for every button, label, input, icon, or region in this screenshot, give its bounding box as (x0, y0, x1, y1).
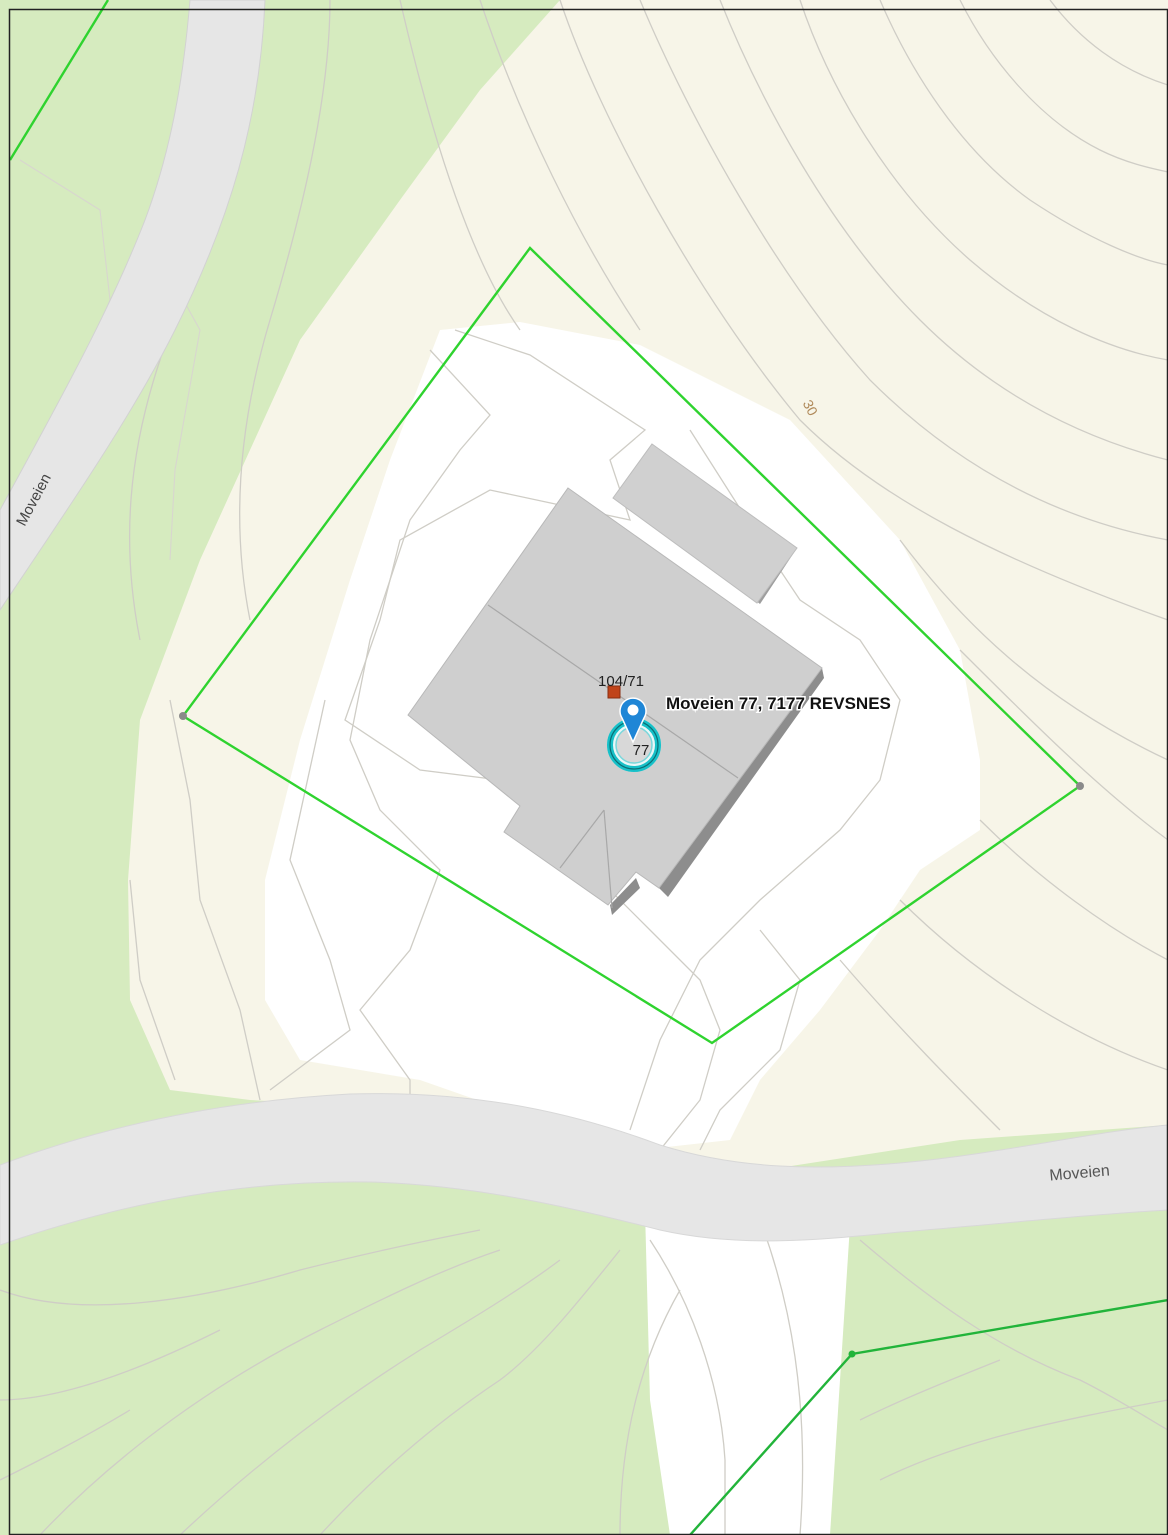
map-pin-icon[interactable] (619, 697, 647, 744)
boundary-vertex (1076, 782, 1084, 790)
driveway-area (645, 1210, 850, 1535)
roof-ridge (603, 809, 613, 909)
annex-building (612, 443, 798, 604)
address-label: Moveien 77, 7177 REVSNES (666, 694, 891, 713)
boundary-vertex (848, 1350, 856, 1358)
parcel-number-label: 104/71 (598, 673, 644, 690)
property-boundary[interactable] (181, 246, 1082, 1045)
address-ring-icon[interactable] (607, 718, 661, 772)
house-number-label: 77 (633, 742, 650, 759)
boundary-line-top-left (8, 0, 110, 161)
boundary-vertex (179, 712, 187, 720)
roof-ridge (559, 809, 605, 869)
wing-building-side (610, 878, 640, 915)
main-building-side (659, 668, 824, 897)
parcel-square-icon[interactable] (607, 685, 621, 699)
road-label-lower-right: Moveien (1049, 1162, 1111, 1184)
forest-area-lower-right (835, 1200, 1168, 1535)
road-upper-left (0, 0, 266, 611)
contour-elevation-label: 30 (800, 397, 822, 418)
